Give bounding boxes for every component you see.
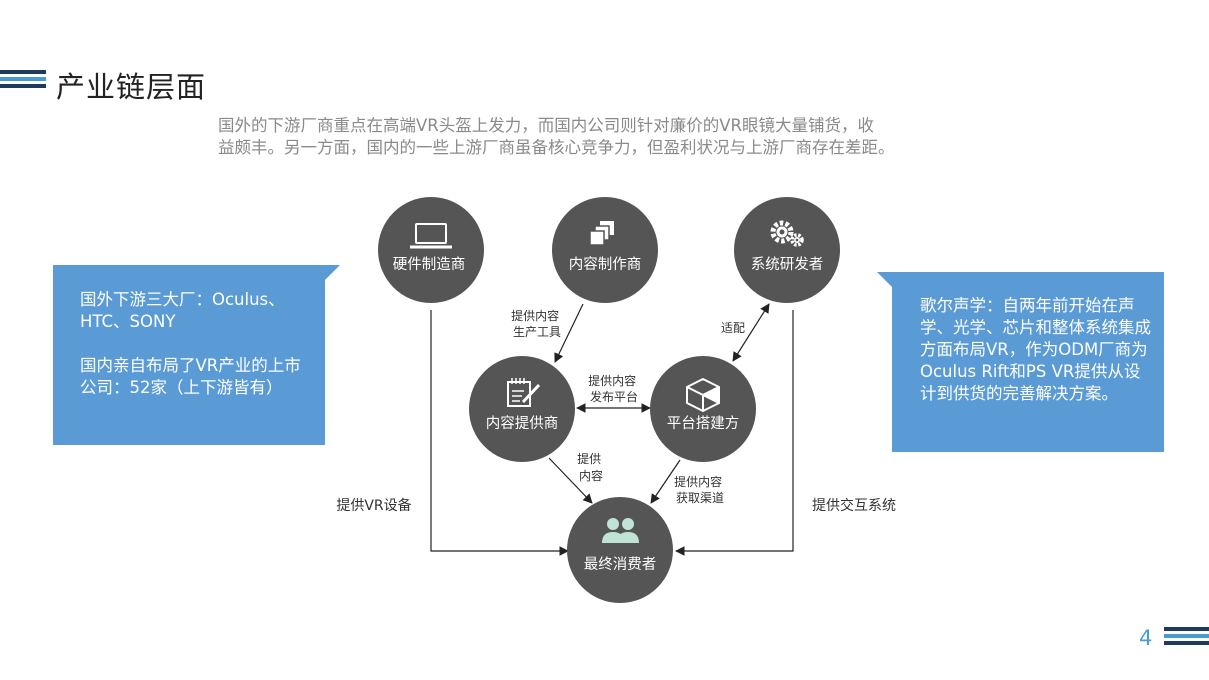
edge-label-channel-line1: 提供内容 (674, 474, 722, 489)
edge-label-channel: 提供内容 获取渠道 (674, 474, 726, 505)
gears-icon (770, 220, 804, 247)
edge-label-provide-content-line1: 提供 (577, 451, 601, 466)
edge-label-interaction: 提供交互系统 (812, 497, 896, 514)
left-box-corner-decoration (320, 265, 340, 285)
left-callout-para-1: 国外下游三大厂：Oculus、HTC、SONY (80, 290, 285, 331)
intro-text: 国外的下游厂商重点在高端VR头盔上发力，而国内公司则针对廉价的VR眼镜大量铺货，… (218, 115, 998, 159)
edge-maker-to-provider (554, 303, 584, 363)
edit-document-icon (507, 378, 541, 407)
edge-hardware-to-consumer (430, 310, 569, 556)
node-system-dev: 系统研发者 (734, 197, 840, 303)
node-hardware: 硬件制造商 (378, 197, 484, 303)
node-system-dev-label: 系统研发者 (751, 256, 824, 273)
node-content-provider-label: 内容提供商 (486, 415, 559, 432)
left-callout-box: 国外下游三大厂：Oculus、HTC、SONY 国内亲自布局了VR产业的上市公司… (53, 265, 325, 445)
node-content-maker: 内容制作商 (552, 197, 658, 303)
edge-label-provide-content: 提供 内容 (577, 451, 605, 483)
cube-icon (686, 378, 720, 412)
node-content-provider: 内容提供商 (469, 356, 575, 462)
intro-line-2: 益颇丰。另一方面，国内的一些上游厂商虽备核心竞争力，但盈利状况与上游厂商存在差距… (218, 138, 895, 157)
edge-label-tools: 提供内容 生产工具 (511, 308, 563, 339)
edge-provider-to-consumer (548, 457, 593, 504)
edge-label-publish-line1: 提供内容 (588, 373, 636, 388)
edge-label-adapt: 适配 (721, 321, 745, 335)
edge-label-tools-line2: 生产工具 (513, 325, 561, 339)
node-consumer-label: 最终消费者 (584, 556, 657, 573)
users-icon (602, 518, 639, 543)
edge-label-provide-content-line2: 内容 (579, 468, 603, 483)
laptop-icon (410, 223, 452, 249)
edge-platform-to-consumer (650, 459, 681, 504)
footer-stripes-decoration (1164, 627, 1209, 648)
node-platform-label: 平台搭建方 (667, 415, 740, 432)
connectors (430, 303, 794, 556)
edge-label-tools-line1: 提供内容 (511, 308, 559, 323)
edge-label-publish: 提供内容 发布平台 (588, 373, 640, 404)
page-number: 4 (1139, 626, 1153, 650)
node-hardware-label: 硬件制造商 (393, 256, 466, 273)
edge-label-channel-line2: 获取渠道 (676, 491, 724, 505)
copy-icon (589, 221, 614, 246)
left-callout-para-2: 国内亲自布局了VR产业的上市公司：52家（上下游皆有） (80, 356, 301, 397)
node-content-maker-label: 内容制作商 (569, 256, 642, 273)
edge-system-to-consumer (675, 310, 794, 556)
intro-line-1: 国外的下游厂商重点在高端VR头盔上发力，而国内公司则针对廉价的VR眼镜大量铺货，… (218, 116, 875, 135)
title-stripes-decoration (0, 70, 46, 91)
node-consumer: 最终消费者 (567, 497, 673, 603)
edge-label-vr-device: 提供VR设备 (336, 497, 411, 514)
right-callout-box: 歌尔声学：自两年前开始在声学、光学、芯片和整体系统集成方面布局VR，作为ODM厂… (892, 272, 1164, 452)
edge-system-platform (732, 303, 770, 362)
node-platform: 平台搭建方 (650, 356, 756, 462)
page-title: 产业链层面 (56, 70, 207, 104)
edge-label-publish-line2: 发布平台 (590, 389, 638, 404)
